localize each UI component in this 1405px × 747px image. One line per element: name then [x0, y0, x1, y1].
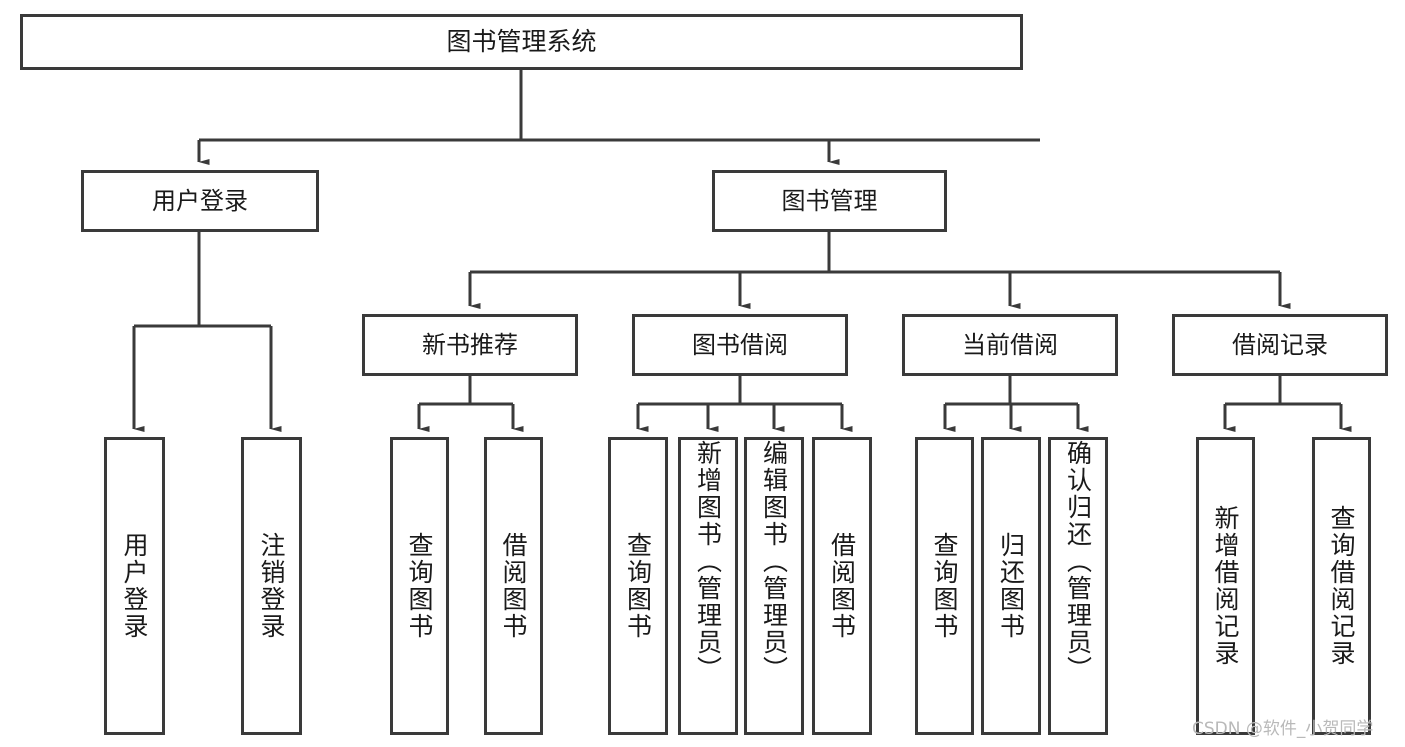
node-label: 注销登录 — [257, 532, 286, 640]
node-leaf-return-book[interactable]: 归还图书 — [981, 437, 1041, 735]
node-label: 编辑图书（管理员） — [759, 440, 789, 683]
node-label: 用户登录 — [152, 186, 248, 215]
node-leaf-query-book-2[interactable]: 查询图书 — [608, 437, 668, 735]
node-leaf-borrow-book-1[interactable]: 借阅图书 — [484, 437, 543, 735]
node-leaf-user-login[interactable]: 用户登录 — [104, 437, 165, 735]
edges-userlogin-to-leaves — [132, 232, 282, 432]
node-leaf-add-record[interactable]: 新增借阅记录 — [1196, 437, 1255, 735]
edges-borrowrecord-to-leaves — [1223, 376, 1352, 432]
node-book-borrow[interactable]: 图书借阅 — [632, 314, 848, 376]
node-user-login[interactable]: 用户登录 — [81, 170, 319, 232]
node-leaf-confirm-return[interactable]: 确认归还（管理员） — [1048, 437, 1108, 735]
node-label: 查询图书 — [405, 532, 434, 640]
node-label: 查询图书 — [623, 532, 653, 640]
node-root-system[interactable]: 图书管理系统 — [20, 14, 1023, 70]
node-new-book-recommend[interactable]: 新书推荐 — [362, 314, 578, 376]
node-label: 新书推荐 — [422, 330, 518, 359]
node-leaf-query-record[interactable]: 查询借阅记录 — [1312, 437, 1371, 735]
node-leaf-edit-book[interactable]: 编辑图书（管理员） — [744, 437, 804, 735]
node-label: 归还图书 — [996, 532, 1026, 640]
node-current-borrow[interactable]: 当前借阅 — [902, 314, 1118, 376]
edges-bookmanage-to-level2 — [468, 232, 1291, 309]
node-label: 查询图书 — [930, 532, 959, 640]
node-label: 查询借阅记录 — [1327, 505, 1356, 667]
node-label: 新增图书（管理员） — [693, 440, 723, 683]
edges-newbook-to-leaves — [417, 376, 524, 432]
node-book-manage[interactable]: 图书管理 — [712, 170, 947, 232]
node-label: 借阅图书 — [827, 532, 857, 640]
node-label: 图书借阅 — [692, 330, 788, 359]
node-leaf-add-book[interactable]: 新增图书（管理员） — [678, 437, 738, 735]
node-label: 借阅记录 — [1232, 330, 1328, 359]
node-leaf-borrow-book-2[interactable]: 借阅图书 — [812, 437, 872, 735]
node-label: 新增借阅记录 — [1211, 505, 1240, 667]
node-leaf-query-book-1[interactable]: 查询图书 — [390, 437, 449, 735]
node-borrow-record[interactable]: 借阅记录 — [1172, 314, 1388, 376]
node-label: 当前借阅 — [962, 330, 1058, 359]
edges-bookborrow-to-leaves — [636, 376, 853, 432]
node-label: 确认归还（管理员） — [1063, 440, 1093, 683]
node-leaf-query-book-3[interactable]: 查询图书 — [915, 437, 974, 735]
edges-currentborrow-to-leaves — [943, 376, 1089, 432]
edges-root-to-level1 — [197, 70, 1040, 165]
node-leaf-user-logout[interactable]: 注销登录 — [241, 437, 302, 735]
node-label: 借阅图书 — [499, 532, 528, 640]
node-label: 用户登录 — [120, 532, 149, 640]
node-label: 图书管理 — [781, 186, 878, 215]
node-label: 图书管理系统 — [446, 27, 597, 56]
